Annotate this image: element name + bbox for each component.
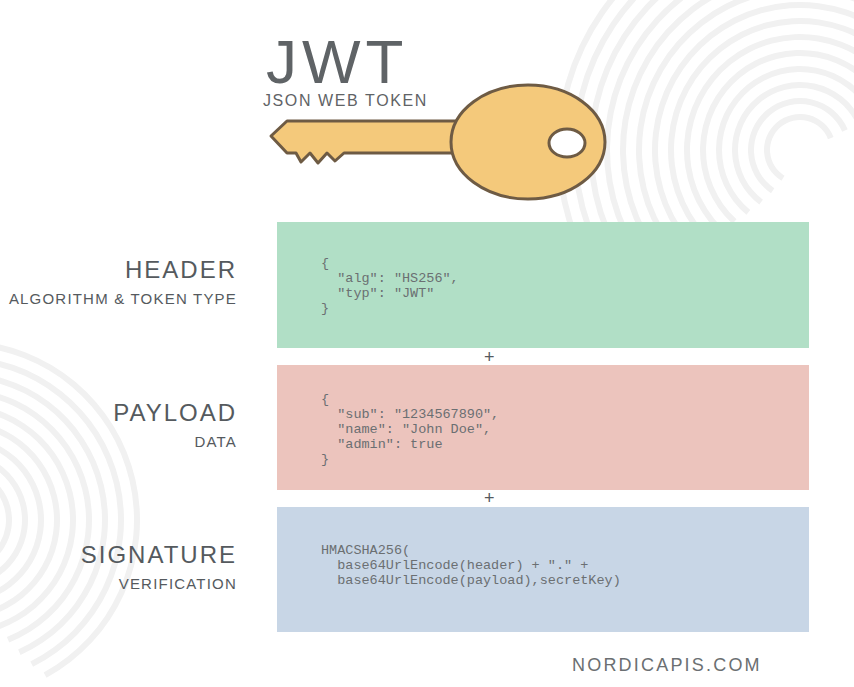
fingerprint-arc <box>604 0 854 249</box>
token-part-band: PAYLOADDATA{"sub": "1234567890","name": … <box>277 365 809 490</box>
code-line: HMACSHA256( <box>321 543 621 558</box>
fingerprint-arc <box>636 0 854 247</box>
fingerprint-arc <box>700 50 854 224</box>
code-block: HMACSHA256(base64UrlEncode(header) + "."… <box>321 543 621 588</box>
fingerprint-arc <box>588 0 854 248</box>
part-heading: SIGNATURE VERIFICATION <box>0 541 237 593</box>
title: JWT <box>266 30 408 94</box>
code-line: "name": "John Doe", <box>321 422 499 437</box>
part-name: SIGNATURE <box>0 541 237 569</box>
token-part-band: HEADERALGORITHM & TOKEN TYPE{"alg": "HS2… <box>277 222 809 348</box>
watermark: NORDICAPIS.COM <box>572 655 762 676</box>
code-block: {"sub": "1234567890","name": "John Doe",… <box>321 392 499 467</box>
key-bow <box>451 85 605 199</box>
code-line: } <box>321 301 459 316</box>
part-description: VERIFICATION <box>0 575 237 593</box>
part-description: ALGORITHM & TOKEN TYPE <box>0 290 237 308</box>
part-description: DATA <box>0 433 237 451</box>
part-name: PAYLOAD <box>0 399 237 427</box>
fingerprint-arc <box>748 98 848 193</box>
fingerprint-arc <box>572 0 854 245</box>
token-part-band: SIGNATUREVERIFICATIONHMACSHA256(base64Ur… <box>277 507 809 632</box>
code-line: base64UrlEncode(payload),secretKey) <box>321 573 621 588</box>
plus-sign: + <box>484 488 495 509</box>
key-shaft <box>271 121 470 163</box>
code-line: "typ": "JWT" <box>321 286 459 301</box>
code-line: "sub": "1234567890", <box>321 407 499 422</box>
fingerprint-arc <box>684 34 854 232</box>
key-hole <box>549 129 585 157</box>
fingerprint-arc <box>732 82 854 204</box>
code-line: } <box>321 452 499 467</box>
fingerprint-arc <box>716 66 854 215</box>
fingerprint-arc <box>764 114 834 181</box>
fingerprint-arc <box>620 0 854 249</box>
part-heading: PAYLOAD DATA <box>0 399 237 451</box>
fingerprint-arc <box>0 340 140 678</box>
part-heading: HEADER ALGORITHM & TOKEN TYPE <box>0 256 237 308</box>
code-line: base64UrlEncode(header) + "." + <box>321 558 621 573</box>
code-line: "alg": "HS256", <box>321 271 459 286</box>
code-line: { <box>321 256 459 271</box>
part-name: HEADER <box>0 256 237 284</box>
code-line: "admin": true <box>321 437 499 452</box>
code-block: {"alg": "HS256","typ": "JWT"} <box>321 256 459 316</box>
code-line: { <box>321 392 499 407</box>
subtitle: JSON WEB TOKEN <box>263 92 428 110</box>
